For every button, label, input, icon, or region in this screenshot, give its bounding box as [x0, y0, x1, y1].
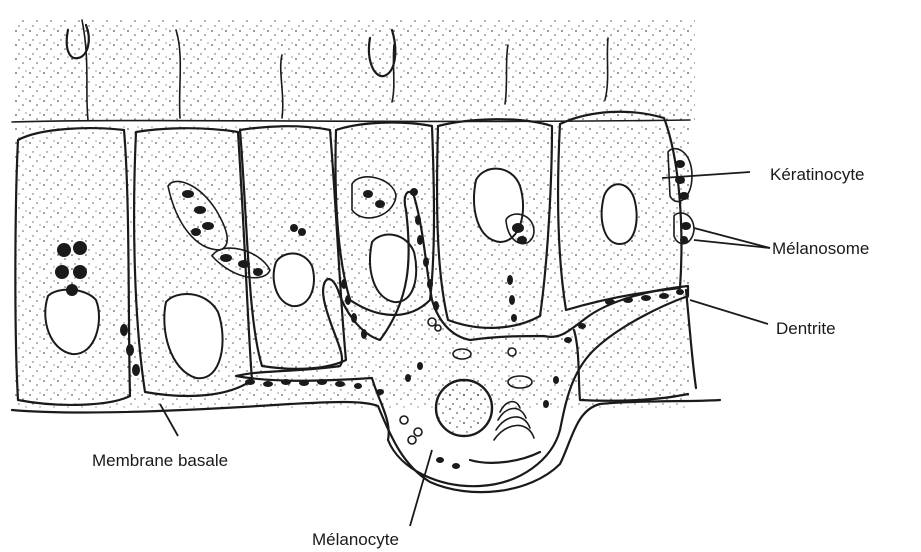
- label-dentrite: Dentrite: [776, 319, 836, 338]
- basement-membrane: [12, 400, 720, 492]
- label-membrane-basale: Membrane basale: [92, 451, 228, 470]
- label-melanosome: Mélanosome: [772, 239, 869, 258]
- nucleus: [274, 253, 314, 306]
- nucleus: [602, 184, 637, 244]
- keratinocyte-layer: [15, 112, 696, 408]
- label-keratinocyte: Kératinocyte: [770, 165, 865, 184]
- label-melanocyte: Mélanocyte: [312, 530, 399, 549]
- upper-cell-layer: [12, 20, 695, 122]
